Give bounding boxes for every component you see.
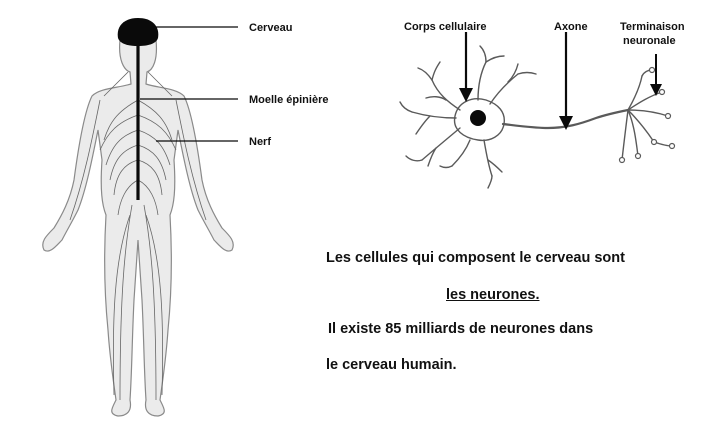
brain-shape (118, 18, 159, 46)
neuron-nucleus (470, 110, 486, 126)
caption-line-3: Il existe 85 milliards de neurones dans (328, 321, 593, 337)
label-neuronale: neuronale (623, 35, 676, 47)
label-terminaison: Terminaison (620, 21, 685, 33)
caption-line-4: le cerveau humain. (326, 357, 457, 373)
caption-line-2: les neurones. (446, 287, 539, 303)
neuron-figure (400, 46, 672, 188)
label-moelle-epiniere: Moelle épinière (249, 94, 328, 106)
caption-line-1: Les cellules qui composent le cerveau so… (326, 250, 625, 266)
label-axone: Axone (554, 21, 588, 33)
human-body-figure (43, 18, 234, 416)
label-nerf: Nerf (249, 136, 271, 148)
label-corps-cellulaire: Corps cellulaire (404, 21, 487, 33)
label-cerveau: Cerveau (249, 22, 292, 34)
